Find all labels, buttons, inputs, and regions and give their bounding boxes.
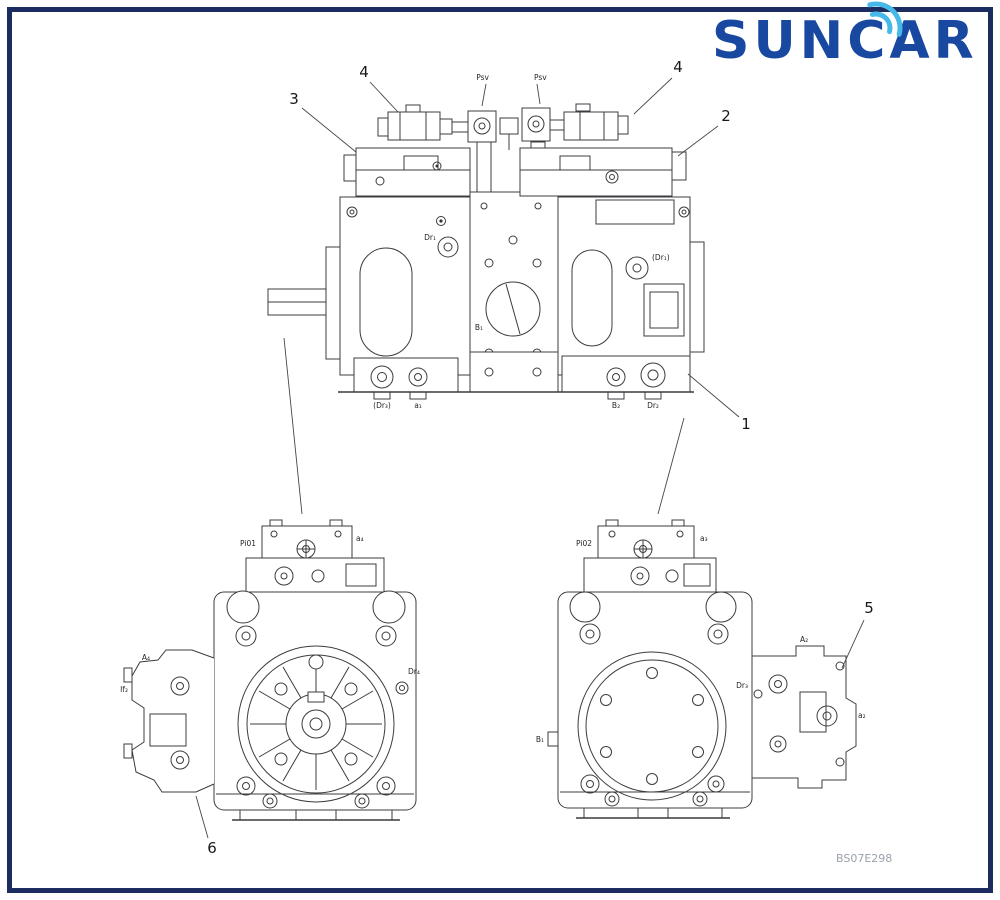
left-view-rotor-circle bbox=[237, 645, 395, 803]
port-label-dr4: Dr₄ bbox=[408, 667, 420, 676]
solenoid-valve-right bbox=[521, 103, 629, 142]
port-label-a4: a₄ bbox=[356, 534, 364, 543]
left-view-feet bbox=[216, 793, 414, 821]
logo-arc-outer-icon bbox=[867, 1, 903, 37]
logo-wordmark: SUNCAR bbox=[712, 11, 978, 71]
right-pump-housing bbox=[557, 196, 705, 376]
solenoid-valve-left bbox=[377, 104, 497, 143]
port-label-dr1-paren: (Dr₁) bbox=[652, 253, 670, 262]
port-label-a3: a₃ bbox=[700, 534, 708, 543]
port-label-a1: a₁ bbox=[414, 401, 422, 410]
callout-4-right: 4 bbox=[633, 58, 683, 115]
front-view-port-labels: Psv Psv Dr₁ (Dr₁) B₁ (Dr₃) a₁ B₂ Dr₂ bbox=[373, 73, 670, 410]
port-label-dr2: Dr₂ bbox=[647, 401, 659, 410]
port-label-b1-right-view: B₁ bbox=[536, 735, 544, 744]
port-label-a2: a₂ bbox=[858, 711, 866, 720]
port-label-b1: B₁ bbox=[475, 323, 483, 332]
left-view-regulator-tier bbox=[245, 557, 385, 595]
port-label-A4: A₄ bbox=[142, 653, 150, 662]
callout-2: 2 bbox=[677, 107, 731, 157]
left-view-lug-left bbox=[226, 590, 260, 624]
left-view-dr4-port bbox=[395, 681, 409, 695]
right-view-port-labels: Pi02 a₃ B₁ Dr₃ A₂ a₂ bbox=[536, 534, 866, 744]
drawing-ref-code: BS07E298 bbox=[836, 852, 892, 865]
callout-6-number: 6 bbox=[207, 839, 217, 857]
gear-pump-attachment bbox=[123, 649, 215, 793]
pump-shaft bbox=[267, 246, 343, 360]
callout-6: 6 bbox=[195, 795, 217, 857]
right-view-feet bbox=[560, 791, 750, 819]
center-fitting bbox=[499, 117, 519, 135]
callout-5-number: 5 bbox=[864, 599, 874, 617]
logo: SUNCAR bbox=[712, 1, 978, 71]
right-view-cover-circle bbox=[577, 651, 727, 801]
logo-arc-inner-icon bbox=[869, 11, 893, 35]
callout-1-number: 1 bbox=[741, 415, 751, 433]
callout-4-left: 4 bbox=[359, 63, 399, 113]
valve-attachment-item5 bbox=[751, 645, 857, 789]
port-label-dr1: Dr₁ bbox=[424, 233, 436, 242]
regulator-left bbox=[343, 147, 471, 197]
center-port-circle bbox=[485, 281, 541, 337]
right-view-top-valve-block bbox=[597, 519, 695, 559]
port-label-pi01: Pi01 bbox=[240, 539, 256, 548]
callouts: 3 4 4 2 1 5 6 bbox=[195, 58, 874, 857]
mounting-feet bbox=[338, 351, 694, 400]
right-view-lug-right bbox=[705, 591, 737, 623]
callout-4-right-number: 4 bbox=[673, 58, 683, 76]
port-label-b2: B₂ bbox=[612, 401, 620, 410]
left-view-port-labels: Pi01 a₄ A₄ If₂ Dr₄ bbox=[120, 534, 420, 694]
port-label-if2: If₂ bbox=[120, 685, 128, 694]
port-label-pi02: Pi02 bbox=[576, 539, 592, 548]
port-label-A2: A₂ bbox=[800, 635, 808, 644]
pump-side-view-right: Pi02 a₃ B₁ Dr₃ A₂ a₂ bbox=[536, 519, 866, 819]
left-pump-housing bbox=[339, 196, 471, 376]
pump-front-view: Psv Psv Dr₁ (Dr₁) B₁ (Dr₃) a₁ B₂ Dr₂ bbox=[267, 73, 705, 410]
callout-1: 1 bbox=[687, 373, 751, 433]
port-label-dr3: Dr₃ bbox=[736, 681, 748, 690]
right-view-corner-bolts bbox=[579, 623, 729, 794]
port-label-psv-left: Psv bbox=[476, 73, 489, 82]
left-view-lug-right bbox=[372, 590, 406, 624]
left-view-corner-bolts bbox=[235, 625, 397, 796]
pump-side-view-left: Pi01 a₄ A₄ If₂ Dr₄ bbox=[120, 519, 420, 821]
right-view-lug-left bbox=[569, 591, 601, 623]
port-label-dr3-paren: (Dr₃) bbox=[373, 401, 391, 410]
callout-5: 5 bbox=[841, 599, 874, 669]
left-view-top-valve-block bbox=[261, 519, 353, 559]
callout-4-left-number: 4 bbox=[359, 63, 369, 81]
callout-2-number: 2 bbox=[721, 107, 731, 125]
callout-3-number: 3 bbox=[289, 90, 299, 108]
view-leader-lines bbox=[283, 337, 685, 515]
regulator-right bbox=[519, 147, 687, 197]
port-label-psv-right: Psv bbox=[534, 73, 547, 82]
right-view-regulator-tier bbox=[583, 557, 717, 595]
right-view-b1-stub bbox=[547, 731, 559, 747]
callout-3: 3 bbox=[289, 90, 357, 153]
